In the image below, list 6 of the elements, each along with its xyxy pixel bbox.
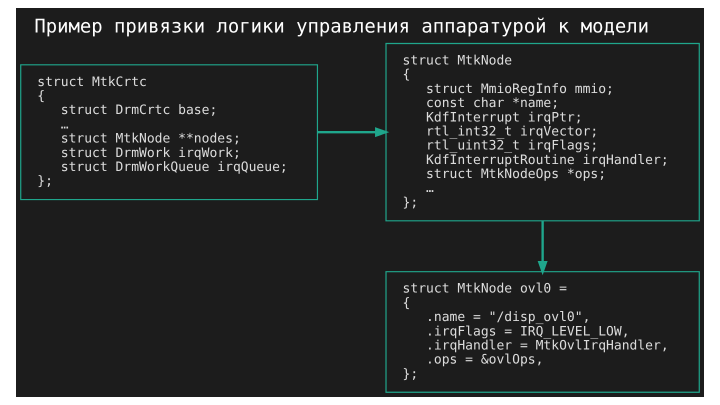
node-box: struct MtkNode { struct MmioRegInfo mmio; const char *name; KdfInterrupt irqPtr; rtl_int32_t irqVector; rtl_uint32_t irqFlags; KdfInterruptRoutine irqHandler; struct MtkNodeOps *ops; … }; [385, 42, 700, 222]
arrow [538, 221, 548, 276]
node-box: struct MtkCrtc { struct DrmCrtc base; … struct MtkNode **nodes; struct DrmWork irqWork; struct DrmWorkQueue irqQueue; }; [20, 64, 318, 200]
diagram-title: Пример привязки логики управления аппаратурой к модели [34, 16, 650, 38]
node-box: struct MtkNode ovl0 = { .name = "/disp_ovl0", .irqFlags = IRQ_LEVEL_LOW, .irqHandler = MtkOvlIrqHandler, .ops = &ovlOps, }; [385, 271, 700, 393]
arrow [318, 127, 390, 138]
